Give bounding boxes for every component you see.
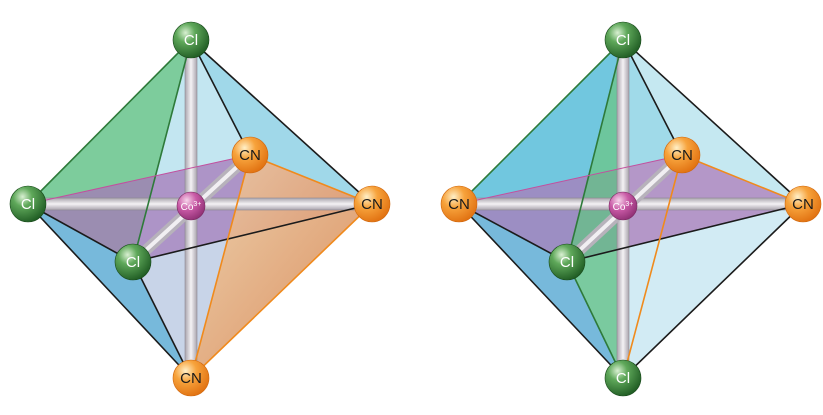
left-atom-left: Cl	[9, 185, 47, 223]
right-ligand-left-label: CN	[448, 196, 470, 213]
right-cobalt-charge: 3+	[625, 201, 633, 208]
left-atom-back: CN	[231, 136, 269, 174]
right-atom-left: CN	[440, 185, 478, 223]
left-cobalt-label: Co	[181, 202, 194, 213]
left-ligand-right-label: CN	[361, 196, 383, 213]
svg-text:Co3+: Co3+	[613, 201, 634, 213]
right-edge	[566, 203, 804, 263]
right-edge	[622, 39, 804, 205]
right-edge	[458, 154, 683, 205]
left-face-bottom-right	[191, 155, 372, 378]
right-edge	[566, 39, 624, 263]
right-atom-back: CN	[663, 136, 701, 174]
right-edge	[458, 39, 624, 205]
right-edge	[681, 154, 804, 205]
left-edge	[190, 39, 251, 156]
right-ligand-right-label: CN	[792, 196, 814, 213]
left-atom-top: Cl	[172, 21, 210, 59]
right-edge	[458, 203, 568, 263]
left-edge	[27, 203, 192, 379]
right-edge	[622, 154, 683, 379]
left-ligand-top-label: Cl	[184, 32, 198, 49]
left-edge	[249, 154, 373, 205]
left-edge	[27, 154, 251, 205]
right-atom-bottom: Cl	[604, 359, 642, 397]
left-ligand-front-label: Cl	[126, 254, 140, 271]
right-ligand-front-label: Cl	[560, 254, 574, 271]
left-edge	[132, 203, 373, 263]
left-edge	[190, 203, 373, 379]
left-ligand-left-label: Cl	[21, 196, 35, 213]
right-edge	[458, 203, 624, 379]
svg-text:Co3+: Co3+	[181, 201, 202, 213]
right-atom-right: CN	[784, 185, 822, 223]
right-edge	[566, 261, 624, 379]
left-atom-cobalt: Co3+	[176, 191, 206, 221]
left-atom-right: CN	[353, 185, 391, 223]
right-atom-top: Cl	[604, 21, 642, 59]
left-edge	[27, 39, 192, 205]
right-atom-front: Cl	[548, 243, 586, 281]
left-ligand-bottom-label: CN	[180, 370, 202, 387]
left-cobalt-charge: 3+	[193, 201, 201, 208]
left-edge	[132, 39, 192, 263]
right-ligand-back-label: CN	[671, 147, 693, 164]
right-edge	[622, 39, 683, 156]
left-edge	[132, 261, 192, 379]
left-atom-front: Cl	[114, 243, 152, 281]
right-cobalt-label: Co	[613, 202, 626, 213]
left-atom-bottom: CN	[172, 359, 210, 397]
left-edge	[27, 203, 134, 263]
right-ligand-bottom-label: Cl	[616, 370, 630, 387]
left-isomer: Co3+ CN Cl Cl CN Cl CN	[9, 21, 391, 397]
right-edges	[458, 39, 804, 379]
left-edges	[27, 39, 373, 379]
right-isomer: Co3+ CN Cl CN CN Cl Cl	[440, 21, 822, 397]
right-ligand-top-label: Cl	[616, 32, 630, 49]
left-edge	[190, 39, 373, 205]
left-edge	[190, 154, 251, 379]
right-edge	[622, 203, 804, 379]
left-ligand-back-label: CN	[239, 147, 261, 164]
right-atom-cobalt: Co3+	[608, 191, 638, 221]
